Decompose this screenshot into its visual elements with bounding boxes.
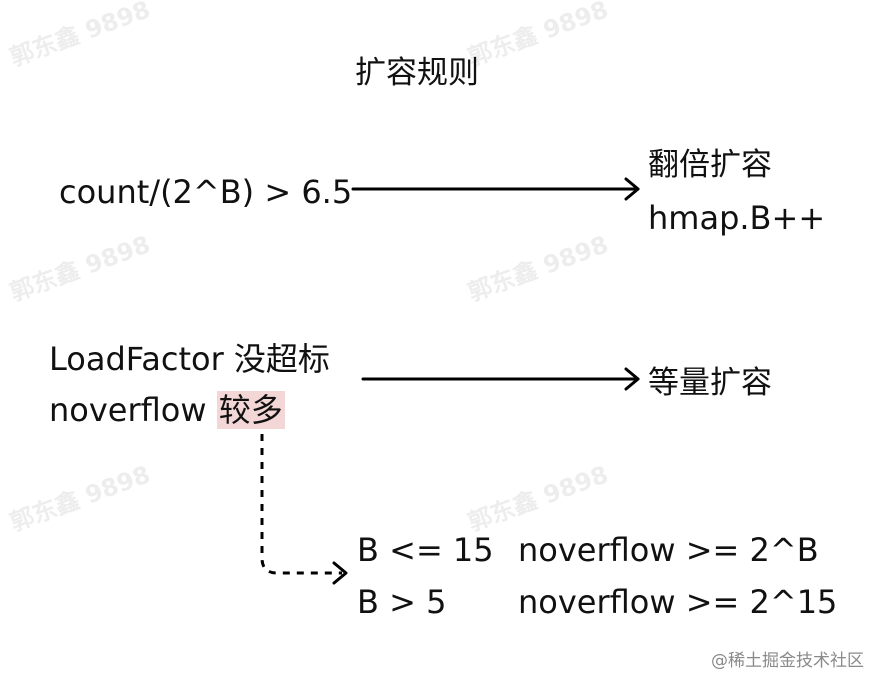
rule2-result: 等量扩容	[648, 365, 772, 401]
rule2-condition-line1: LoadFactor 没超标	[49, 340, 330, 378]
rule2-condition-prefix: noverflow	[49, 391, 217, 429]
detail-row2-left: B > 5	[357, 583, 447, 621]
rule2-condition-line2: noverflow 较多	[49, 391, 285, 429]
rule1-result-line2: hmap.B++	[648, 199, 826, 237]
detail-row2-right: noverflow >= 2^15	[518, 583, 838, 621]
credit-text: @稀土掘金技术社区	[711, 651, 864, 671]
rule1-result-line1: 翻倍扩容	[648, 147, 772, 183]
arrow-head	[624, 367, 640, 391]
rule1-condition: count/(2^B) > 6.5	[59, 173, 353, 211]
detail-row1-left: B <= 15	[357, 531, 494, 569]
diagram-title: 扩容规则	[355, 55, 479, 91]
highlighted-text: 较多	[216, 391, 285, 429]
arrow-head	[624, 177, 640, 201]
dashed-arrow-line	[260, 434, 342, 575]
arrow-head	[332, 561, 348, 585]
detail-row1-right: noverflow >= 2^B	[518, 531, 819, 569]
